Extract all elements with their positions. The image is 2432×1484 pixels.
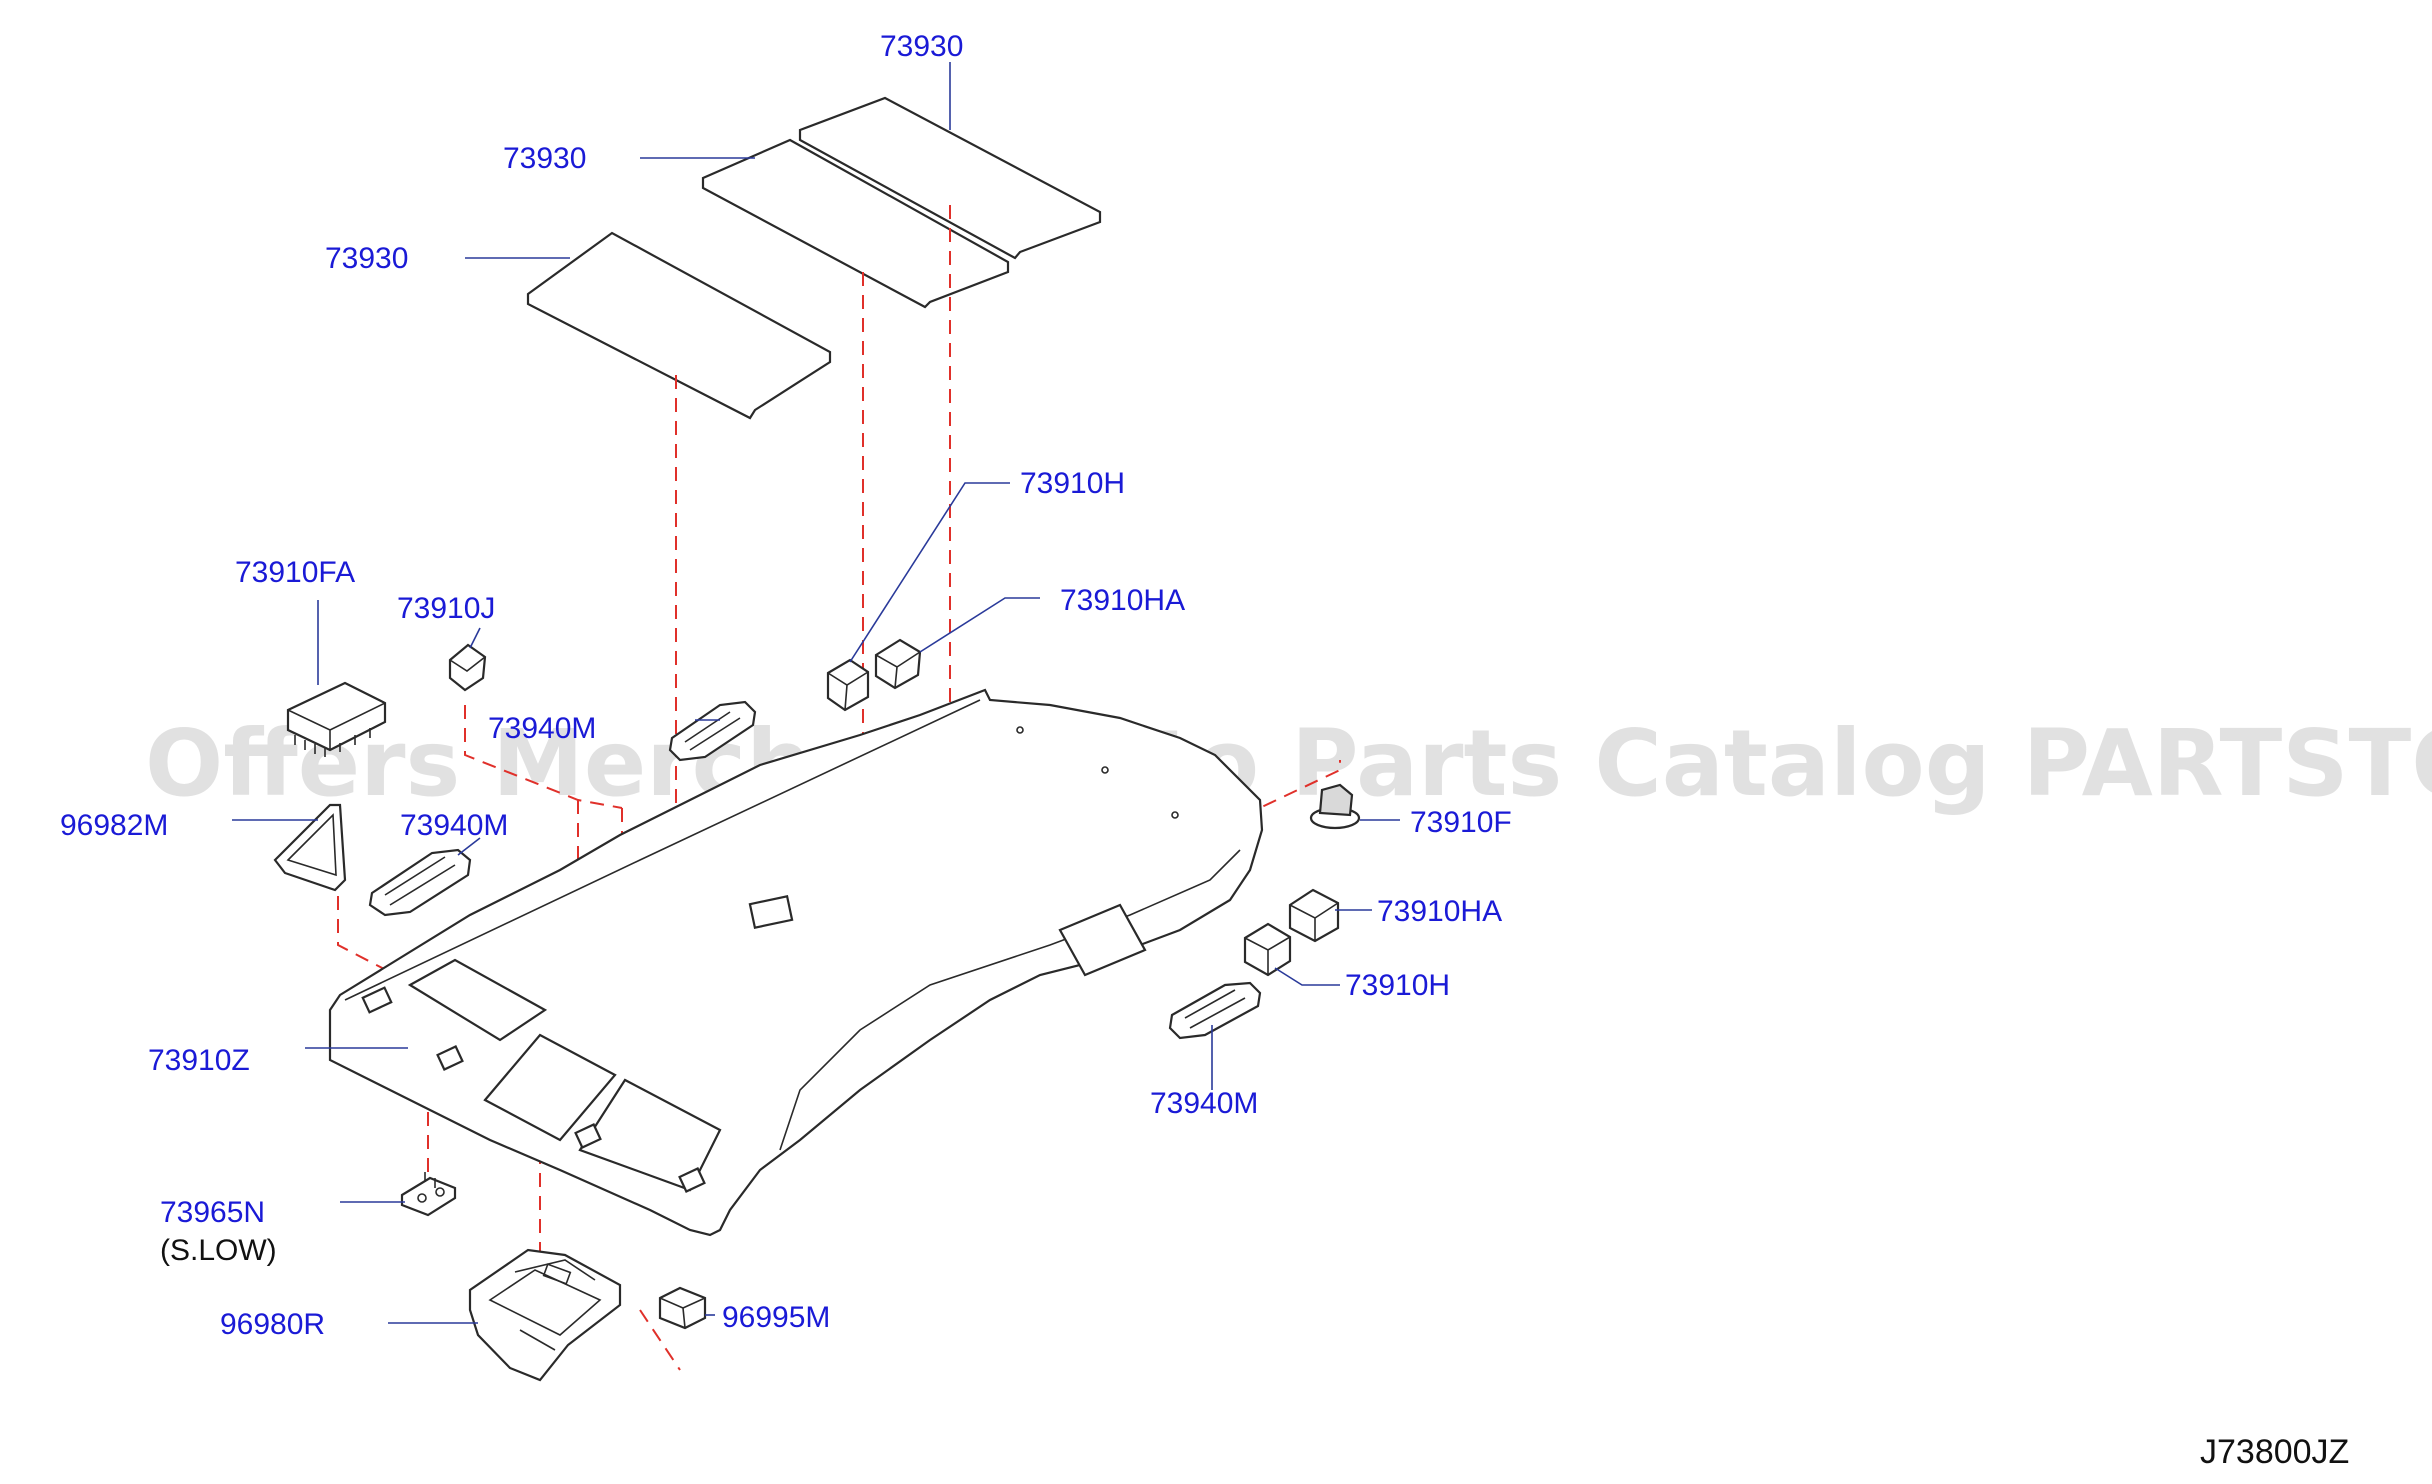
label-73910z[interactable]: 73910Z bbox=[148, 1044, 250, 1077]
label-73930-top[interactable]: 73930 bbox=[880, 30, 963, 63]
leader-73910h-lower bbox=[1274, 967, 1340, 986]
label-96982m[interactable]: 96982M bbox=[60, 809, 168, 842]
roof-insulator-lower[interactable] bbox=[526, 231, 832, 420]
leader-73910h-upper bbox=[849, 482, 1010, 663]
clip-73910j[interactable] bbox=[448, 643, 487, 692]
diagram-code: J73800JZ bbox=[2200, 1433, 2349, 1471]
clip-73910f[interactable] bbox=[1309, 783, 1361, 830]
label-73910f[interactable]: 73910F bbox=[1410, 806, 1512, 839]
assist-grip-rear-left[interactable] bbox=[668, 700, 757, 762]
label-73930-low[interactable]: 73930 bbox=[325, 242, 408, 275]
label-73910j[interactable]: 73910J bbox=[397, 592, 495, 625]
leader-73940m-front bbox=[457, 837, 481, 856]
clip-73910h-lower[interactable] bbox=[1243, 922, 1292, 977]
label-73965n[interactable]: 73965N bbox=[160, 1196, 265, 1229]
watermark-text: Offers Merchant Auto Parts Catalog PARTS… bbox=[145, 710, 2432, 817]
lamp-lens-96982m[interactable] bbox=[273, 803, 347, 892]
console-box-96980r[interactable] bbox=[468, 1248, 622, 1382]
headlining-panel[interactable] bbox=[328, 688, 1264, 1237]
dash-line bbox=[639, 1309, 681, 1371]
roof-insulator-top[interactable] bbox=[798, 96, 1102, 260]
clip-73910ha-upper[interactable] bbox=[874, 638, 922, 690]
leader-73910ha-upper bbox=[919, 597, 1040, 653]
bracket-73965n[interactable] bbox=[400, 1172, 457, 1217]
label-73940m-front[interactable]: 73940M bbox=[400, 809, 508, 842]
label-73910fa[interactable]: 73910FA bbox=[235, 556, 355, 589]
label-slow-note: (S.LOW) bbox=[160, 1234, 277, 1267]
label-73910h-lower[interactable]: 73910H bbox=[1345, 969, 1450, 1002]
assist-grip-right[interactable] bbox=[1168, 981, 1262, 1040]
roof-insulator-middle[interactable] bbox=[701, 138, 1010, 309]
clip-73910h-upper[interactable] bbox=[826, 658, 870, 712]
leader-73910j bbox=[469, 627, 481, 649]
label-73910ha-lower[interactable]: 73910HA bbox=[1377, 895, 1502, 928]
label-73940m-rear[interactable]: 73940M bbox=[488, 712, 596, 745]
label-73940m-right[interactable]: 73940M bbox=[1150, 1087, 1258, 1120]
assist-grip-front-left[interactable] bbox=[368, 848, 472, 917]
clip-73910ha-lower[interactable] bbox=[1288, 888, 1340, 943]
clip-73910fa[interactable] bbox=[286, 681, 387, 757]
dash-line bbox=[464, 705, 623, 809]
label-73930-mid[interactable]: 73930 bbox=[503, 142, 586, 175]
label-96980r[interactable]: 96980R bbox=[220, 1308, 325, 1341]
switch-96995m[interactable] bbox=[658, 1286, 707, 1330]
label-96995m[interactable]: 96995M bbox=[722, 1301, 830, 1334]
label-73910h-upper[interactable]: 73910H bbox=[1020, 467, 1125, 500]
label-73910ha-upper[interactable]: 73910HA bbox=[1060, 584, 1185, 617]
